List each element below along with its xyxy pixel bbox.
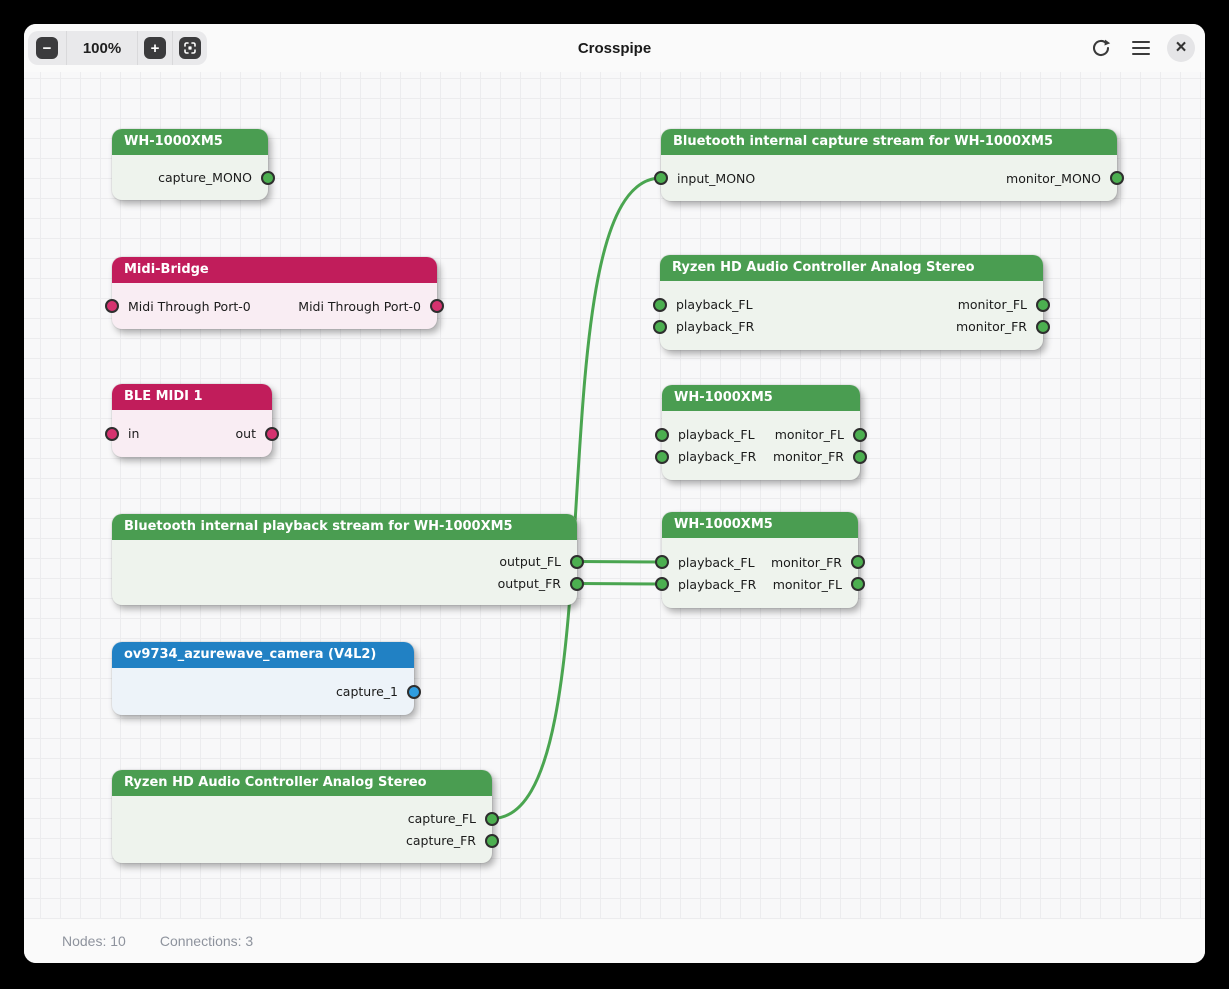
port-output_FR[interactable] [570,576,584,591]
port-monitor_FR[interactable] [853,449,867,464]
port-output_FL[interactable] [570,554,584,569]
node-count: Nodes: 10 [62,933,126,949]
port-label: playback_FL [678,554,755,570]
node-title: Ryzen HD Audio Controller Analog Stereo [112,770,492,796]
close-icon: × [1175,36,1187,58]
port-label: playback_FR [678,576,757,592]
port-capture_MONO[interactable] [261,170,275,185]
node-title: Midi-Bridge [112,257,437,283]
port-label: playback_FL [676,297,753,312]
port-capture_1[interactable] [407,684,421,699]
port-label: playback_FR [678,449,757,464]
port-playback_FL[interactable] [655,555,669,569]
fit-view-icon [184,42,196,54]
port-playback_FR[interactable] [653,319,667,334]
node-title: WH-1000XM5 [662,512,858,538]
node-wh-bottom[interactable]: WH-1000XM5 playback_FL monitor_FR playback_… [655,512,865,608]
port-label: monitor_FL [772,576,842,592]
port-input_MONO[interactable] [654,171,668,185]
port-label: Midi Through Port-0 [298,298,421,314]
connection-output_FL-to-playback_FL[interactable] [575,560,664,564]
node-title: BLE MIDI 1 [112,384,272,410]
hamburger-icon [1132,40,1150,56]
node-title: WH-1000XM5 [662,385,860,411]
port-label: monitor_MONO [1006,170,1101,186]
node-camera[interactable]: ov9734_azurewave_camera (V4L2) capture_1 [112,642,421,715]
zoom-out-button[interactable]: − [36,37,58,59]
port-monitor_MONO[interactable] [1110,171,1124,185]
port-capture_FL[interactable] [485,811,499,826]
port-label: capture_FR [406,833,476,848]
port-playback_FL[interactable] [653,297,667,312]
node-title: ov9734_azurewave_camera (V4L2) [112,642,414,668]
plus-icon: + [150,39,160,57]
port-label: playback_FL [678,427,755,442]
port-monitor_FL[interactable] [851,577,865,591]
node-ryzen-playback[interactable]: Ryzen HD Audio Controller Analog Stereo p… [653,255,1050,350]
port-label: Midi Through Port-0 [128,298,251,314]
node-bt-playback[interactable]: Bluetooth internal playback stream for W… [112,514,584,605]
connection-output_FR-to-playback_FR[interactable] [575,582,664,586]
port-monitor_FR[interactable] [851,555,865,569]
node-ryzen-capture[interactable]: Ryzen HD Audio Controller Analog Stereo c… [112,770,499,863]
port-playback_FL[interactable] [655,427,669,442]
port-Midi Through Port-0[interactable] [105,299,119,313]
zoom-level: 100% [82,39,122,57]
port-label: monitor_FL [957,297,1027,312]
toolbar-right: × [1087,24,1195,72]
port-out[interactable] [265,426,279,441]
node-wh-middle[interactable]: WH-1000XM5 playback_FL monitor_FL playback_… [655,385,867,480]
connections-layer [490,176,664,820]
port-label: capture_FL [407,811,476,826]
status-bar: Nodes: 10 Connections: 3 [24,919,1205,963]
node-title: Bluetooth internal playback stream for W… [112,514,577,540]
port-monitor_FL[interactable] [853,427,867,442]
node-title: WH-1000XM5 [112,129,268,155]
port-label: capture_MONO [158,170,252,185]
node-bt-capture[interactable]: Bluetooth internal capture stream for WH… [654,129,1124,201]
menu-button[interactable] [1127,34,1155,62]
node-title: Bluetooth internal capture stream for WH… [661,129,1117,155]
port-label: output_FR [497,576,561,591]
port-label: monitor_FR [955,319,1027,334]
close-button[interactable]: × [1167,34,1195,62]
zoom-in-button[interactable]: + [144,37,166,59]
node-wh-top-left[interactable]: WH-1000XM5 capture_MONO [112,129,275,200]
node-ble-midi[interactable]: BLE MIDI 1 in out [105,384,279,457]
port-label: in [128,426,140,441]
port-monitor_FR[interactable] [1036,319,1050,334]
connection-count: Connections: 3 [159,933,254,949]
port-capture_FR[interactable] [485,833,499,848]
refresh-icon [1092,39,1111,57]
node-title: Ryzen HD Audio Controller Analog Stereo [660,255,1043,281]
port-label: capture_1 [335,684,398,699]
connection-capture_FL-to-input_MONO[interactable] [490,176,663,820]
zoom-controls: − 100% + [28,31,207,65]
toolbar: − 100% + Crosspipe [24,24,1205,72]
port-playback_FR[interactable] [655,577,669,591]
port-label: monitor_FR [770,554,842,570]
window-title: Crosspipe [577,39,652,57]
fit-view-button[interactable] [179,37,201,59]
port-monitor_FL[interactable] [1036,297,1050,312]
port-label: input_MONO [677,170,756,186]
port-label: out [235,426,256,441]
minus-icon: − [42,39,52,57]
port-Midi Through Port-0[interactable] [430,299,444,313]
refresh-button[interactable] [1087,34,1115,62]
port-label: monitor_FL [774,427,844,442]
port-in[interactable] [105,426,119,441]
port-playback_FR[interactable] [655,449,669,464]
port-label: monitor_FR [772,449,844,464]
port-label: output_FL [499,554,561,569]
port-label: playback_FR [676,319,755,334]
